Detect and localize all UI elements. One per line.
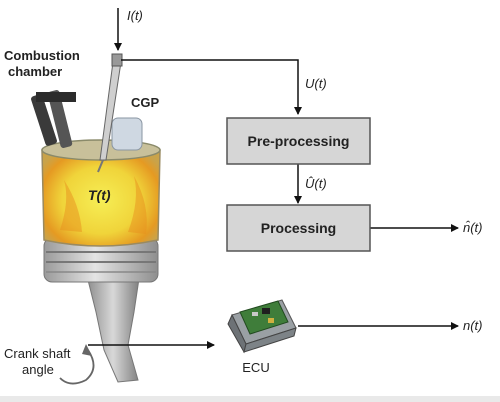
preprocessing-label: Pre-processing [248, 133, 350, 149]
combustion-label-line1: Combustion [4, 48, 80, 63]
line-voltage-tap [121, 59, 302, 115]
current-label: I(t) [127, 8, 143, 23]
voltage-label: U(t) [305, 76, 327, 91]
combustion-label-line2: chamber [8, 64, 62, 79]
crank-label-line1: Crank shaft [4, 346, 71, 361]
glow-plug [97, 53, 123, 173]
crank-rotation-arrow [59, 349, 95, 385]
connecting-rod [85, 271, 141, 383]
processing-block [226, 204, 371, 252]
ecu-module [227, 299, 297, 354]
piston [43, 237, 159, 283]
preprocessing-block [226, 117, 371, 165]
valve-assembly [31, 90, 143, 151]
cgp-label: CGP [131, 95, 160, 110]
output-hat-label: n̂(t) [463, 220, 483, 235]
crank-label-line2: angle [22, 362, 54, 377]
processing-label: Processing [261, 220, 336, 236]
voltage-hat-label: Û(t) [305, 176, 327, 191]
ecu-label: ECU [242, 360, 269, 375]
temperature-label: T(t) [88, 187, 111, 203]
output-label: n(t) [463, 318, 483, 333]
